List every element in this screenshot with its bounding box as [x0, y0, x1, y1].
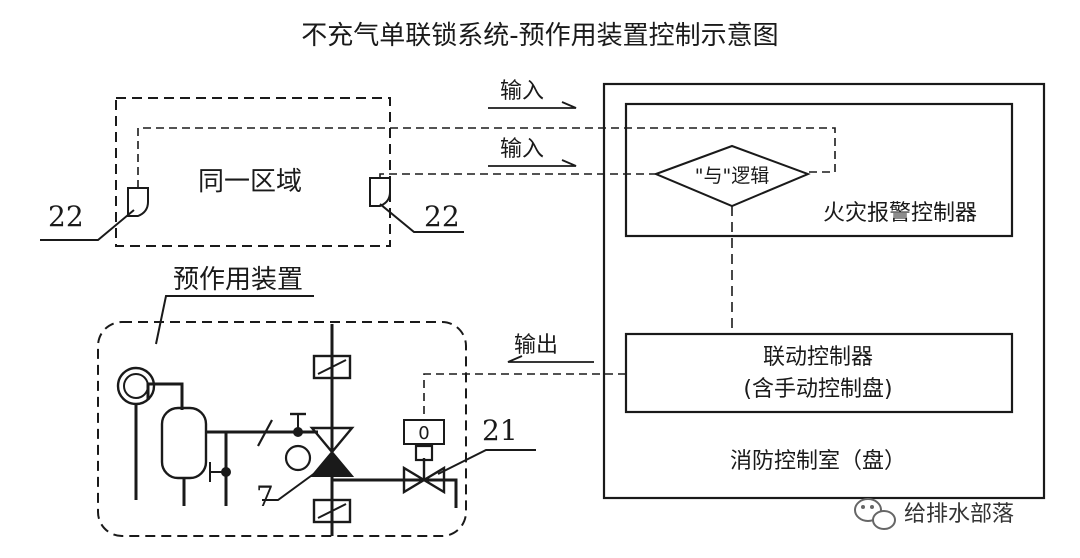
detector-right-leader: [379, 203, 464, 233]
linkage-controller-line2: (含手动控制盘): [743, 377, 892, 402]
diagram-title: 不充气单联锁系统-预作用装置控制示意图: [301, 21, 778, 51]
solenoid-outlet-pipe: [430, 478, 458, 508]
control-room-label: 消防控制室（盘）: [730, 449, 906, 474]
fire-alarm-controller-box: [624, 102, 1014, 238]
wechat-icon: [854, 498, 896, 530]
upper-gate-valve: [312, 354, 352, 380]
detector-left: [127, 187, 149, 217]
linkage-controller-line1: 联动控制器: [763, 345, 873, 370]
solenoid-coil: [414, 444, 434, 462]
lower-gate-valve-mark: [317, 503, 347, 519]
trim-check-valve: [257, 419, 273, 447]
detector-left-number: 22: [48, 200, 84, 233]
pre-action-valve-top: [309, 426, 355, 454]
upper-gate-valve-mark: [317, 359, 347, 375]
pre-action-device-boundary: [97, 321, 467, 537]
pre-action-valve-bottom: [309, 450, 355, 477]
lower-gate-valve: [312, 498, 352, 524]
control-room-box: [602, 82, 1046, 500]
watermark-text: 给排水部落: [904, 502, 1014, 527]
detector-left-leader: [40, 209, 135, 241]
zone-boundary: [115, 97, 391, 247]
pressure-switch-box: [403, 419, 445, 445]
detector-right: [369, 177, 391, 207]
valve-chamber-circle: [284, 444, 312, 472]
input-arrow-2: [488, 159, 577, 167]
watermark: 给排水部落: [854, 498, 1014, 530]
solenoid-number: 21: [482, 414, 518, 447]
input-arrow-1: [488, 101, 577, 109]
input-label-2: 输入: [500, 137, 544, 162]
solenoid-number-leader: [437, 449, 536, 475]
output-arrow: [507, 355, 594, 363]
zone-label: 同一区域: [198, 167, 302, 197]
input-wire-2: [379, 173, 656, 178]
input-wire-1: [137, 127, 836, 188]
output-wire: [423, 373, 626, 420]
detector-right-number: 22: [424, 200, 460, 233]
solenoid-valve-left: [402, 465, 427, 495]
pressure-switch-value: 0: [418, 423, 429, 444]
gauge-tank-pipe: [146, 382, 184, 410]
retard-chamber-tank: [160, 406, 208, 480]
fire-alarm-controller-label: 火灾报警控制器: [823, 201, 977, 226]
pressure-gauge-inner: [123, 373, 149, 399]
and-logic-diamond: [653, 144, 811, 208]
input-label-1: 输入: [500, 79, 544, 104]
valve-number: 7: [256, 480, 274, 513]
valve-number-leader: [262, 461, 331, 501]
device-label-leader: [155, 295, 314, 345]
solenoid-valve-right: [421, 465, 446, 495]
and-logic-label: "与"逻辑: [695, 165, 769, 187]
linkage-controller-box: [624, 332, 1014, 414]
output-label: 输出: [514, 333, 558, 358]
device-label: 预作用装置: [173, 265, 303, 295]
